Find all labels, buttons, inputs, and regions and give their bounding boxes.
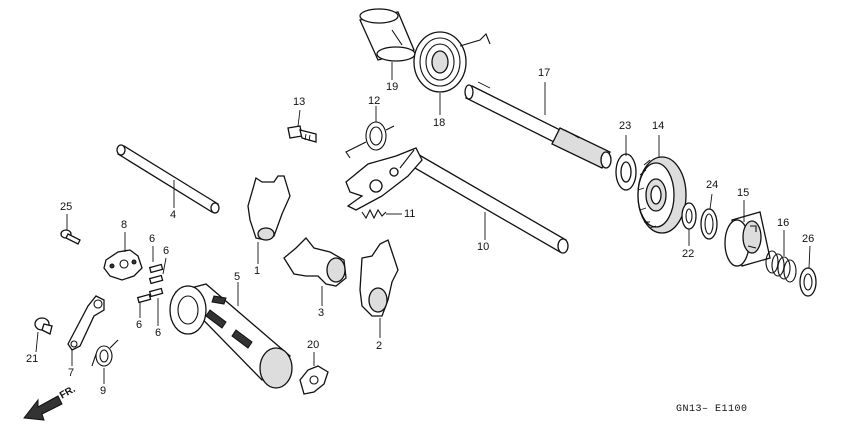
callout-9[interactable]: 9 <box>100 385 107 397</box>
callout-19[interactable]: 19 <box>386 81 399 93</box>
part-5-shift-drum[interactable] <box>169 283 293 389</box>
callout-6a[interactable]: 6 <box>149 233 156 245</box>
leader-13 <box>297 109 301 127</box>
part-26-washer[interactable] <box>799 267 817 297</box>
leader-24 <box>709 193 713 210</box>
callout-15[interactable]: 15 <box>737 187 750 199</box>
part-22-washer[interactable] <box>681 202 697 230</box>
part-7-stopper-arm[interactable] <box>67 295 105 351</box>
part-20-stopper-plate[interactable] <box>299 365 329 395</box>
part-1-shift-fork[interactable] <box>247 175 291 241</box>
diagram-code: GN13– E1100 <box>676 404 748 415</box>
part-10-gearshift-spindle[interactable] <box>345 147 569 254</box>
part-3-shift-fork[interactable] <box>283 237 347 287</box>
callout-12[interactable]: 12 <box>368 95 381 107</box>
callout-8[interactable]: 8 <box>121 219 128 231</box>
callout-2[interactable]: 2 <box>376 340 383 352</box>
part-9-stopper-spring[interactable] <box>91 339 119 367</box>
leader-6b <box>162 257 167 275</box>
part-17-kickstarter-spindle[interactable] <box>464 81 612 169</box>
leader-21 <box>35 331 39 353</box>
callout-11[interactable]: 11 <box>404 208 416 220</box>
callout-4[interactable]: 4 <box>170 209 177 221</box>
callout-14[interactable]: 14 <box>652 120 665 132</box>
part-21-bolt[interactable] <box>34 317 53 335</box>
part-19-sleeve[interactable] <box>359 8 416 62</box>
callout-6c[interactable]: 6 <box>136 319 143 331</box>
callout-23[interactable]: 23 <box>619 120 632 132</box>
callout-24[interactable]: 24 <box>706 179 719 191</box>
callout-18[interactable]: 18 <box>433 117 446 129</box>
leader-26 <box>808 245 811 269</box>
callout-10[interactable]: 10 <box>477 241 490 253</box>
part-24-circlip[interactable] <box>700 208 718 240</box>
callout-26[interactable]: 26 <box>802 233 815 245</box>
part-18-kick-spring[interactable] <box>413 31 491 93</box>
callout-25[interactable]: 25 <box>60 201 73 213</box>
part-4-fork-shaft[interactable] <box>116 144 220 214</box>
part-25-bolt[interactable] <box>60 229 81 245</box>
part-23-washer[interactable] <box>615 153 637 191</box>
callout-6d[interactable]: 6 <box>155 327 162 339</box>
callout-22[interactable]: 22 <box>682 248 695 260</box>
part-16-ratchet-spring[interactable] <box>765 250 797 283</box>
callout-16[interactable]: 16 <box>777 217 790 229</box>
callout-5[interactable]: 5 <box>234 271 241 283</box>
callout-13[interactable]: 13 <box>293 96 306 108</box>
callout-20[interactable]: 20 <box>307 339 320 351</box>
callout-17[interactable]: 17 <box>538 67 551 79</box>
part-13-bolt[interactable] <box>287 125 317 143</box>
callout-21[interactable]: 21 <box>26 353 39 365</box>
part-12-return-spring[interactable] <box>345 121 395 159</box>
callout-1[interactable]: 1 <box>254 265 261 277</box>
part-6-dowel-pins[interactable] <box>136 263 164 304</box>
part-11-spring[interactable] <box>361 208 387 220</box>
part-8-cam-plate[interactable] <box>103 249 143 281</box>
part-2-shift-fork[interactable] <box>359 239 399 317</box>
callout-3[interactable]: 3 <box>318 307 325 319</box>
part-14-kickstarter-gear[interactable] <box>637 156 687 234</box>
front-direction-arrow-icon <box>23 395 63 421</box>
part-15-ratchet[interactable] <box>724 211 771 267</box>
callout-6b[interactable]: 6 <box>163 245 170 257</box>
callout-7[interactable]: 7 <box>68 367 75 379</box>
